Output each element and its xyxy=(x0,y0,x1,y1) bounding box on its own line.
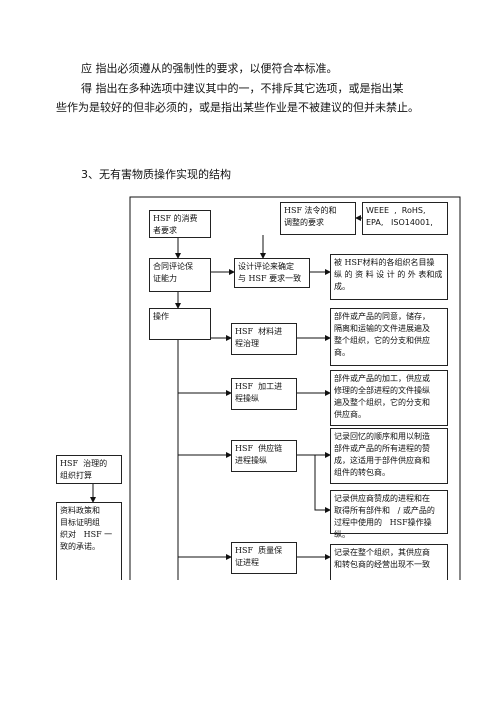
process-control-box: HSF 加工进 程操纵 xyxy=(231,378,297,410)
standards-box: WEEE , RoHS, EPA, ISO14001, xyxy=(362,202,448,235)
paragraph-should-line1: 得 指出在多种选项中建议其中的一，不排斥其它选项，或是指出某 xyxy=(81,82,404,95)
paragraph-should-line2: 些作为是较好的但非必须的，或是指出某些作业是不被建议的但并未禁止。 xyxy=(56,101,419,114)
supply-description2-box: 记录供应商赞成的进程和在 取得所有部件和 / 或产品的 过程中使用的 HSF操作… xyxy=(330,490,448,539)
process-description-box: 部件或产品的加工，供应或 修理的全部进程的文件操纵 遍及整个组织，它的分支和 供… xyxy=(330,370,448,426)
quality-description-box: 记录在整个组织，其供应商 和转包商的经营出现不一致 xyxy=(330,544,448,580)
outer-frame xyxy=(129,196,461,580)
laws-requirements-box: HSF 法令的和 调整的要求 xyxy=(280,202,356,235)
supply-chain-box: HSF 供应链 进程操纵 xyxy=(231,440,297,472)
material-control-box: HSF 材料进 程治理 xyxy=(231,323,297,355)
quality-assurance-box: HSF 质量保 证进程 xyxy=(231,542,297,574)
material-description-box: 部件或产品的同意，储存， 隔离和运输的文件进展遍及 整个组织，它的分支和供应 商… xyxy=(330,308,448,366)
paragraph-must: 应 指出必须遵从的强制性的要求，以便符合本标准。 xyxy=(81,62,338,75)
design-description-box: 被 HSF材料的各组织名目操 纵 的 资 料 设 计 的 外 表和成 成。 xyxy=(330,254,448,300)
operation-box: 操作 xyxy=(149,308,211,340)
section-heading: 3、无有害物质操作实现的结构 xyxy=(81,168,231,181)
contract-review-box: 合同评论保 证能力 xyxy=(149,258,211,292)
consumer-requirements-box: HSF 的消费 者要求 xyxy=(149,210,211,238)
connector-supply-desc2 xyxy=(314,455,331,513)
supply-description-box: 记录回忆的顺序和用以制造 部件或产品的所有进程的赞 成，这适用于部件供应商和 组… xyxy=(330,428,448,484)
design-review-box: 设计评论来确定 与 HSF 要求一致 xyxy=(234,258,310,288)
governance-plan-box: HSF 治理的 组织打算 xyxy=(56,455,122,484)
policy-box: 资料政策和 目标证明组 织对 HSF 一 致的承诺。 xyxy=(56,502,122,580)
